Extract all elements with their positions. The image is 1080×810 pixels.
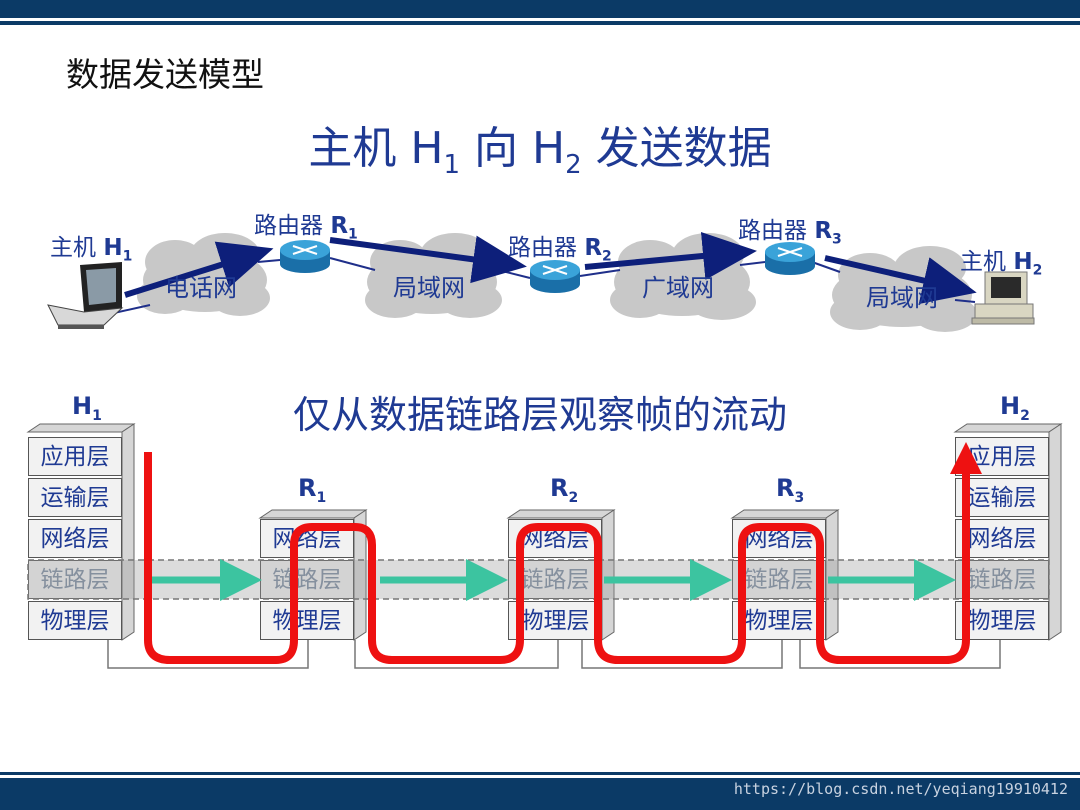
host1-label: 主机 H1 (50, 235, 133, 265)
stack-h2-heading: H2 (1000, 392, 1030, 424)
h2-layer-link: 链路层 (955, 560, 1049, 599)
h2-layer-network: 网络层 (955, 519, 1049, 558)
bottom-bar (0, 778, 1080, 810)
r2-layer-network: 网络层 (508, 519, 602, 558)
stack-r2-heading: R2 (550, 474, 579, 506)
r1-layer-network: 网络层 (260, 519, 354, 558)
data-flow-arrows (124, 232, 977, 305)
h1-layer-physical: 物理层 (28, 601, 122, 640)
top-bar (0, 0, 1080, 18)
slide-title: 数据发送模型 (66, 55, 264, 94)
router3-label: 路由器 R3 (738, 218, 842, 248)
main-title: 主机 H1 向 H2 发送数据 (308, 123, 772, 180)
r1-layer-link: 链路层 (260, 560, 354, 599)
router2-label: 路由器 R2 (508, 235, 612, 265)
stack-r3-heading: R3 (776, 474, 805, 506)
stack-connections (107, 640, 1001, 669)
cloud-label-lan-2: 局域网 (866, 284, 938, 312)
stack-r1-heading: R1 (298, 474, 327, 506)
router-icon-r3 (765, 242, 815, 275)
r2-layer-physical: 物理层 (508, 601, 602, 640)
cloud-label-wan: 广域网 (642, 274, 714, 302)
top-line (0, 21, 1080, 25)
r3-layer-network: 网络层 (732, 519, 826, 558)
host2-label: 主机 H2 (960, 249, 1043, 279)
stack-h1-heading: H1 (72, 392, 102, 424)
bottom-line (0, 772, 1080, 775)
watermark-url: https://blog.csdn.net/yeqiang19910412 (733, 780, 1068, 798)
h2-layer-transport: 运输层 (955, 478, 1049, 517)
r3-layer-physical: 物理层 (732, 601, 826, 640)
desktop-computer-icon (971, 271, 1035, 325)
r1-layer-physical: 物理层 (260, 601, 354, 640)
router-icon-r1 (280, 240, 330, 273)
h1-layer-link: 链路层 (28, 560, 122, 599)
h1-layer-network: 网络层 (28, 519, 122, 558)
h2-layer-application: 应用层 (955, 437, 1049, 476)
h1-layer-transport: 运输层 (28, 478, 122, 517)
cloud-label-phone-net: 电话网 (165, 274, 237, 302)
cloud-label-lan-1: 局域网 (393, 274, 465, 302)
h2-layer-physical: 物理层 (955, 601, 1049, 640)
h1-layer-application: 应用层 (28, 437, 122, 476)
r3-layer-link: 链路层 (732, 560, 826, 599)
subtitle: 仅从数据链路层观察帧的流动 (292, 393, 787, 437)
router-icon-r2 (530, 260, 580, 293)
router1-label: 路由器 R1 (254, 213, 358, 243)
r2-layer-link: 链路层 (508, 560, 602, 599)
laptop-icon (47, 262, 124, 329)
